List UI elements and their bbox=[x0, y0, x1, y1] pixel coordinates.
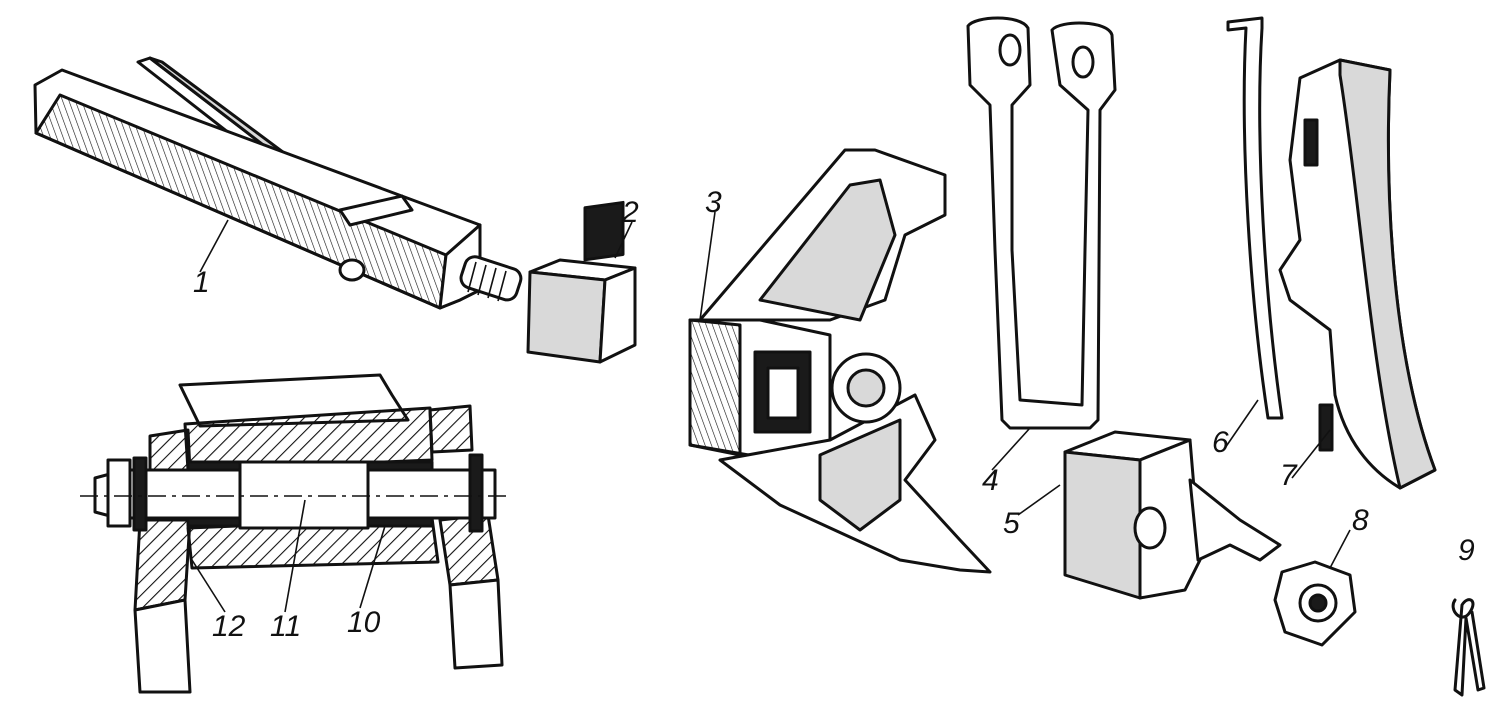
label-12: 12 bbox=[212, 610, 246, 643]
part-3-shift-fork bbox=[688, 148, 992, 574]
leader-5 bbox=[1017, 484, 1061, 516]
label-4: 4 bbox=[982, 464, 999, 497]
part-4-u-clip bbox=[966, 16, 1117, 471]
label-7: 7 bbox=[1280, 459, 1298, 492]
part-9-cotter-pin bbox=[1451, 598, 1486, 697]
label-2: 2 bbox=[621, 196, 639, 229]
part-2-square-sleeve bbox=[526, 200, 637, 364]
part-1-lever bbox=[33, 56, 523, 310]
leader-3 bbox=[699, 211, 716, 321]
label-8: 8 bbox=[1352, 504, 1369, 537]
label-1: 1 bbox=[193, 266, 210, 299]
leader-12 bbox=[191, 559, 226, 613]
leader-6 bbox=[1224, 399, 1259, 449]
label-3: 3 bbox=[705, 186, 722, 219]
leader-2 bbox=[614, 221, 633, 259]
leader-1 bbox=[199, 219, 229, 273]
label-6: 6 bbox=[1212, 426, 1229, 459]
part-6-curved-strip bbox=[1224, 16, 1284, 449]
part-5-eye-block bbox=[1017, 430, 1282, 600]
label-11: 11 bbox=[270, 610, 301, 643]
section-view-assembly bbox=[80, 373, 510, 694]
part-7-curved-bar bbox=[1278, 58, 1437, 490]
leader-10 bbox=[359, 525, 386, 609]
label-5: 5 bbox=[1003, 507, 1020, 540]
leader-4 bbox=[991, 427, 1031, 471]
part-8-castle-nut bbox=[1273, 529, 1357, 647]
leader-7 bbox=[1291, 429, 1331, 479]
leader-8 bbox=[1329, 529, 1351, 569]
label-10: 10 bbox=[347, 606, 381, 639]
label-9: 9 bbox=[1458, 534, 1475, 567]
leader-11 bbox=[284, 499, 306, 613]
